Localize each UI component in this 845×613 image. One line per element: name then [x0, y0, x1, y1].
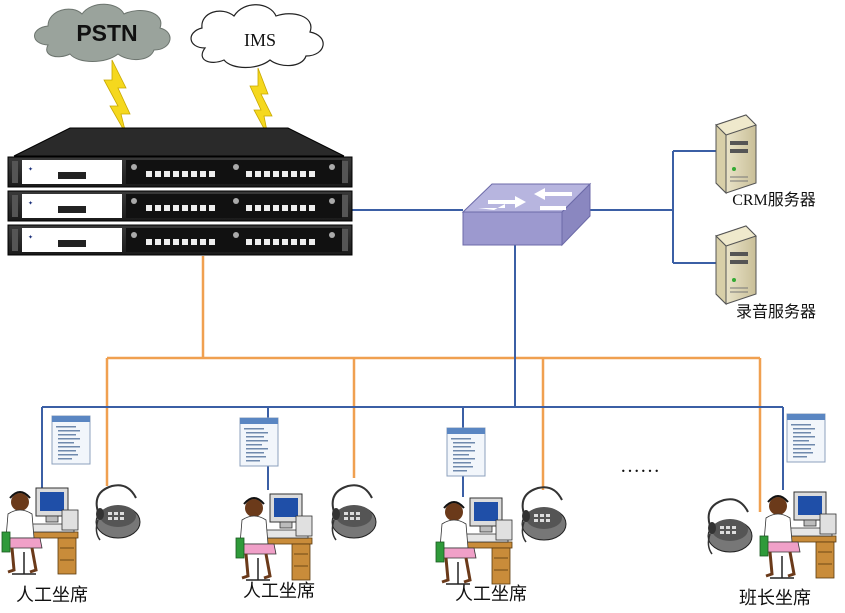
rack-unit-2 [7, 190, 353, 222]
rack-unit-3 [7, 224, 353, 256]
ims-label: IMS [244, 30, 276, 50]
data-lines [41, 150, 784, 497]
agent-phone-icon-3 [521, 486, 567, 543]
rack-unit-1 [7, 156, 353, 188]
agent-screen-2 [239, 417, 279, 467]
lightning-pstn-icon [103, 59, 131, 135]
pstn-cloud: PSTN [34, 3, 171, 62]
agent-label-2: 人工坐席 [243, 581, 315, 601]
agent-person-icon-3 [434, 496, 514, 586]
agent-station-2: 人工坐席 [234, 417, 377, 601]
agent-station-3: 人工坐席 [434, 427, 567, 604]
agent-station-4: 班长坐席 [707, 413, 838, 608]
ims-cloud: IMS [190, 4, 324, 69]
agent-phone-icon-4 [707, 498, 753, 555]
agent-person-icon-2 [234, 492, 314, 582]
agents-ellipsis: …… [620, 455, 660, 477]
agent-label-3: 人工坐席 [455, 584, 527, 604]
agent-screen-1 [51, 415, 91, 465]
recording-server: 录音服务器 [715, 225, 816, 321]
agent-person-icon-1 [0, 486, 80, 576]
agent-screen-4 [786, 413, 826, 463]
network-switch [461, 182, 592, 247]
agent-person-icon-4 [758, 490, 838, 580]
agent-phone-icon-1 [95, 484, 141, 541]
recording-server-label: 录音服务器 [736, 303, 816, 321]
agent-label-1: 人工坐席 [16, 585, 88, 605]
agent-station-1: 人工坐席 [0, 415, 141, 605]
lightning-ims-icon [249, 67, 273, 137]
crm-server-icon [715, 114, 757, 194]
recording-server-icon [715, 225, 757, 305]
agent-phone-icon-2 [331, 484, 377, 541]
pstn-label: PSTN [76, 20, 137, 46]
crm-server: CRM服务器 [715, 114, 816, 209]
crm-server-label: CRM服务器 [732, 191, 816, 209]
voice-lines [105, 256, 762, 512]
agent-label-4: 班长坐席 [739, 588, 811, 608]
agent-screen-3 [446, 427, 486, 477]
ippbx-rack [7, 127, 353, 256]
ellipsis-group: …… [620, 455, 660, 477]
switch-arrows-icon [478, 188, 572, 210]
